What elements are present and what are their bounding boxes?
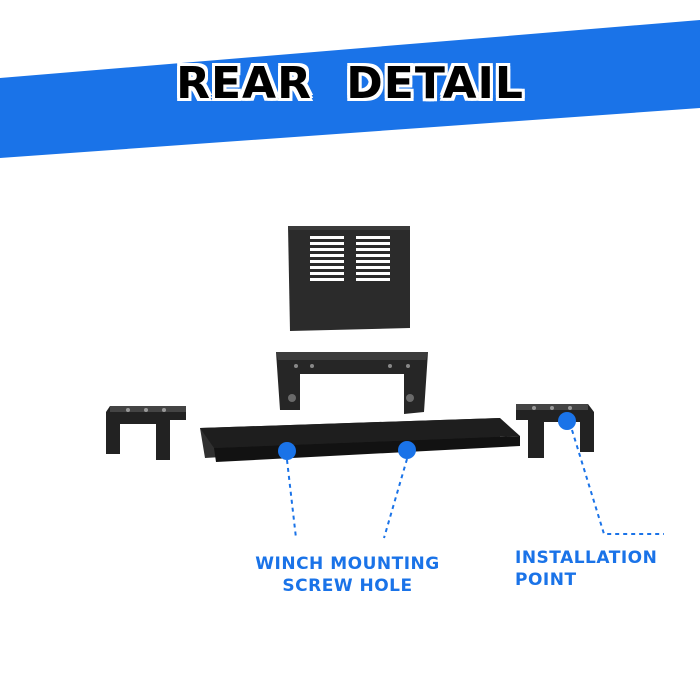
- winch-leader-left: [286, 459, 297, 539]
- vented-cover-plate: [288, 226, 410, 331]
- winch-label-line1: WINCH MOUNTING: [255, 554, 440, 574]
- installation-label-line1: INSTALLATION: [515, 548, 658, 568]
- banner-title: REAR DETAIL: [176, 58, 524, 109]
- winch-callout-markers: [278, 441, 416, 539]
- winch-hole-marker-left: [278, 442, 296, 460]
- installation-point-marker: [558, 412, 576, 430]
- vent-slots-right: [356, 236, 390, 281]
- winch-leader-right: [383, 458, 408, 539]
- winch-label-line2: SCREW HOLE: [282, 576, 413, 596]
- installation-label-line2: POINT: [515, 570, 577, 590]
- installation-callout-marker: [558, 412, 664, 535]
- winch-mounting-plate: [106, 352, 594, 462]
- banner-stripe: [0, 20, 700, 158]
- installation-point-label: INSTALLATION POINT: [515, 547, 685, 591]
- vent-slots-left: [310, 236, 344, 281]
- winch-hole-marker-right: [398, 441, 416, 459]
- winch-screw-hole-label: WINCH MOUNTING SCREW HOLE: [240, 553, 455, 597]
